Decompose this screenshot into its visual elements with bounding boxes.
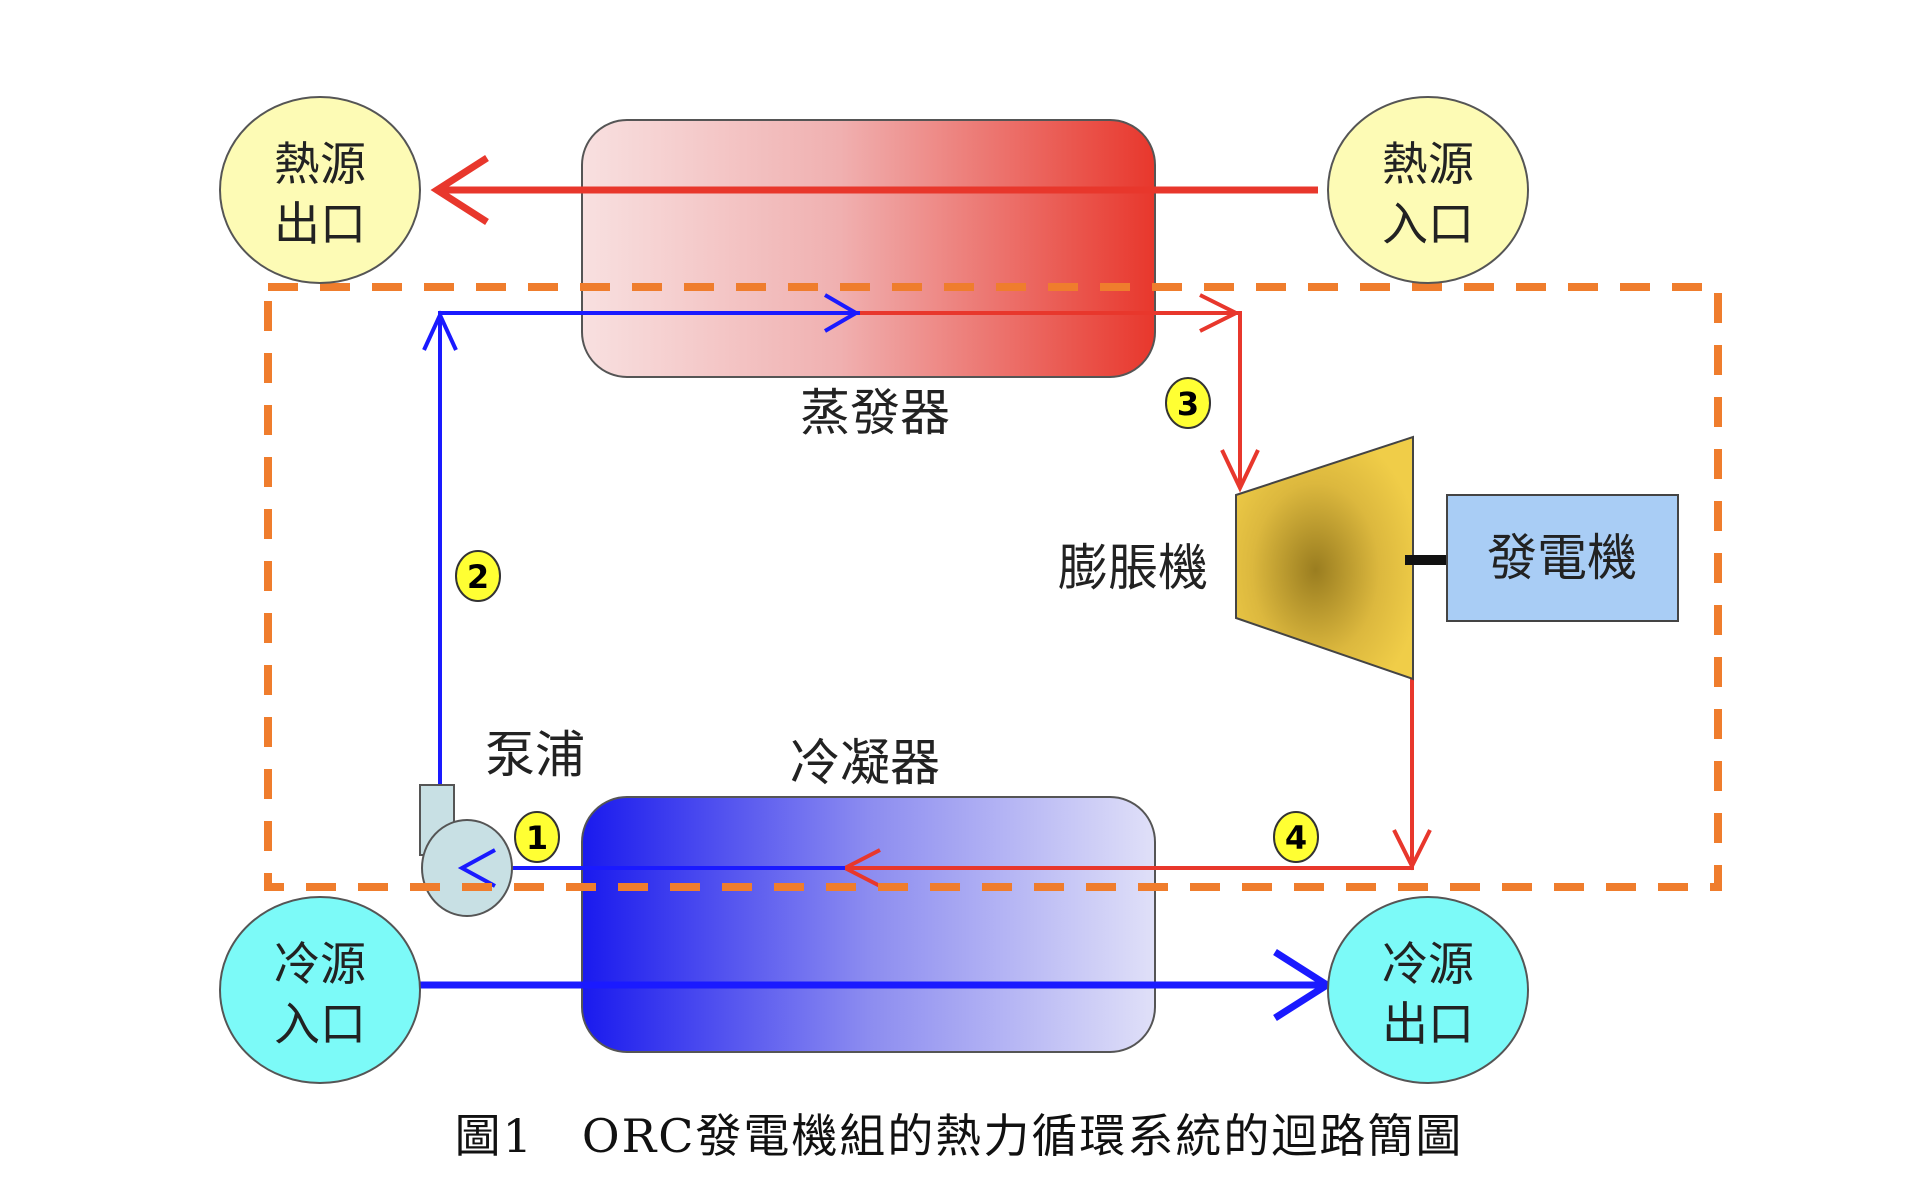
cold-source-inlet-line1: 冷源 — [274, 937, 366, 991]
cold-source-outlet: 冷源 出口 — [1327, 896, 1529, 1084]
arrow-up-head — [422, 310, 458, 351]
heat-source-outlet-line2: 出口 — [274, 197, 366, 251]
cold-source-outlet-line2: 出口 — [1382, 997, 1474, 1051]
state-point-4-label: 4 — [1285, 819, 1307, 857]
cold-source-inlet: 冷源 入口 — [219, 896, 421, 1084]
evaporator — [581, 119, 1156, 378]
pump-icon — [419, 784, 513, 917]
condenser — [581, 796, 1156, 1053]
cold-source-inlet-line2: 入口 — [274, 997, 366, 1051]
arrow-evap-out-head — [1199, 293, 1241, 333]
figure-caption: 圖1 ORC發電機組的熱力循環系統的迴路簡圖 — [454, 1109, 1464, 1163]
flow-pump-to-evaporator — [438, 311, 860, 787]
generator — [1446, 494, 1679, 622]
state-point-2: 2 — [455, 550, 501, 602]
generator-label: 發電機 — [1487, 529, 1637, 587]
state-point-1: 1 — [514, 811, 560, 863]
heat-source-arrow-head — [430, 155, 489, 225]
heat-source-inlet-line1: 熱源 — [1382, 137, 1474, 191]
heat-source-inlet-line2: 入口 — [1382, 197, 1474, 251]
system-boundary — [264, 283, 1722, 891]
pump-label: 泵浦 — [485, 726, 585, 784]
arrow-evap-in-head — [823, 293, 860, 333]
condenser-label: 冷凝器 — [790, 734, 940, 792]
evaporator-label: 蒸發器 — [800, 384, 950, 442]
heat-source-outlet-line1: 熱源 — [274, 137, 366, 191]
arrow-down-condenser-head — [1392, 829, 1432, 871]
state-point-3-label: 3 — [1177, 385, 1199, 423]
expander — [1235, 435, 1414, 681]
expander-label: 膨脹機 — [1058, 539, 1208, 597]
heat-source-outlet: 熱源 出口 — [219, 96, 421, 284]
arrow-down-expander-head — [1220, 449, 1260, 493]
cold-source-arrow-head — [1273, 949, 1334, 1021]
cold-source-outlet-line1: 冷源 — [1382, 937, 1474, 991]
state-point-2-label: 2 — [467, 558, 489, 596]
heat-source-inlet: 熱源 入口 — [1327, 96, 1529, 284]
state-point-3: 3 — [1165, 377, 1211, 429]
state-point-4: 4 — [1273, 811, 1319, 863]
state-point-1-label: 1 — [526, 819, 548, 857]
